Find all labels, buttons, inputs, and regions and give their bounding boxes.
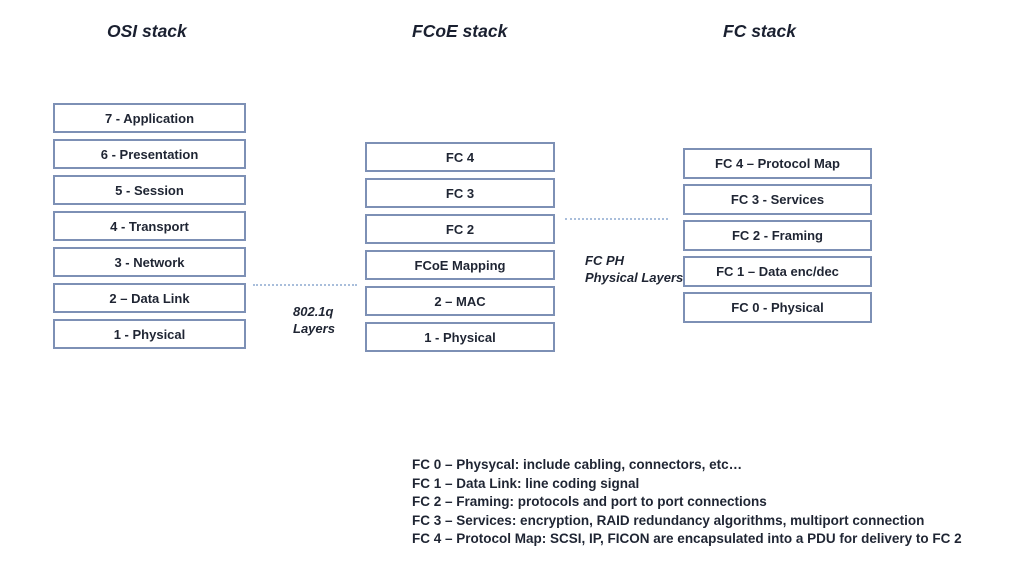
note-line: FC 2 – Framing: protocols and port to po… xyxy=(412,494,767,509)
dotted-connector-osi-fcoe xyxy=(253,284,357,286)
dot1q-label-line1: 802.1q xyxy=(293,304,334,319)
fcoe-stack-title: FCoE stack xyxy=(412,21,508,41)
osi-stack: 7 - Application 6 - Presentation 5 - Ses… xyxy=(53,103,246,349)
note-line: FC 0 – Physycal: include cabling, connec… xyxy=(412,457,743,472)
fc-stack: FC 4 – Protocol Map FC 3 - Services FC 2… xyxy=(683,148,872,323)
fcoe-layer-box: FCoE Mapping xyxy=(365,250,555,280)
osi-layer-box: 6 - Presentation xyxy=(53,139,246,169)
fc-stack-title: FC stack xyxy=(723,21,796,41)
dot1q-layers-label: 802.1q Layers xyxy=(293,303,335,337)
fc-layer-box: FC 4 – Protocol Map xyxy=(683,148,872,179)
fcoe-layer-box: 1 - Physical xyxy=(365,322,555,352)
osi-layer-box: 5 - Session xyxy=(53,175,246,205)
fcoe-layer-box: 2 – MAC xyxy=(365,286,555,316)
note-line: FC 3 – Services: encryption, RAID redund… xyxy=(412,512,925,528)
fcoe-layer-box: FC 3 xyxy=(365,178,555,208)
osi-layer-box: 3 - Network xyxy=(53,247,246,277)
fcoe-layer-box: FC 2 xyxy=(365,214,555,244)
fcph-label-line1: FC PH xyxy=(585,253,624,268)
fc-layer-box: FC 0 - Physical xyxy=(683,292,872,323)
osi-layer-box: 4 - Transport xyxy=(53,211,246,241)
dotted-connector-fcoe-fc xyxy=(565,218,668,220)
fcoe-layer-box: FC 4 xyxy=(365,142,555,172)
osi-layer-box: 7 - Application xyxy=(53,103,246,133)
fcoe-stack: FC 4 FC 3 FC 2 FCoE Mapping 2 – MAC 1 - … xyxy=(365,142,555,352)
fc-layer-box: FC 1 – Data enc/dec xyxy=(683,256,872,287)
osi-layer-box: 2 – Data Link xyxy=(53,283,246,313)
note-line: FC 1 – Data Link: line coding signal xyxy=(412,475,640,491)
fc-layer-box: FC 3 - Services xyxy=(683,184,872,215)
fcph-label-line2: Physical Layers xyxy=(585,270,684,285)
fc-ph-physical-layers-label: FC PH Physical Layers xyxy=(585,252,683,286)
dot1q-label-line2: Layers xyxy=(293,321,335,336)
osi-layer-box: 1 - Physical xyxy=(53,319,246,349)
fc-layer-notes: FC 0 – Physycal: include cabling, connec… xyxy=(412,456,962,549)
osi-stack-title: OSI stack xyxy=(107,21,187,41)
note-line: FC 4 – Protocol Map: SCSI, IP, FICON are… xyxy=(412,531,962,546)
fc-layer-box: FC 2 - Framing xyxy=(683,220,872,251)
